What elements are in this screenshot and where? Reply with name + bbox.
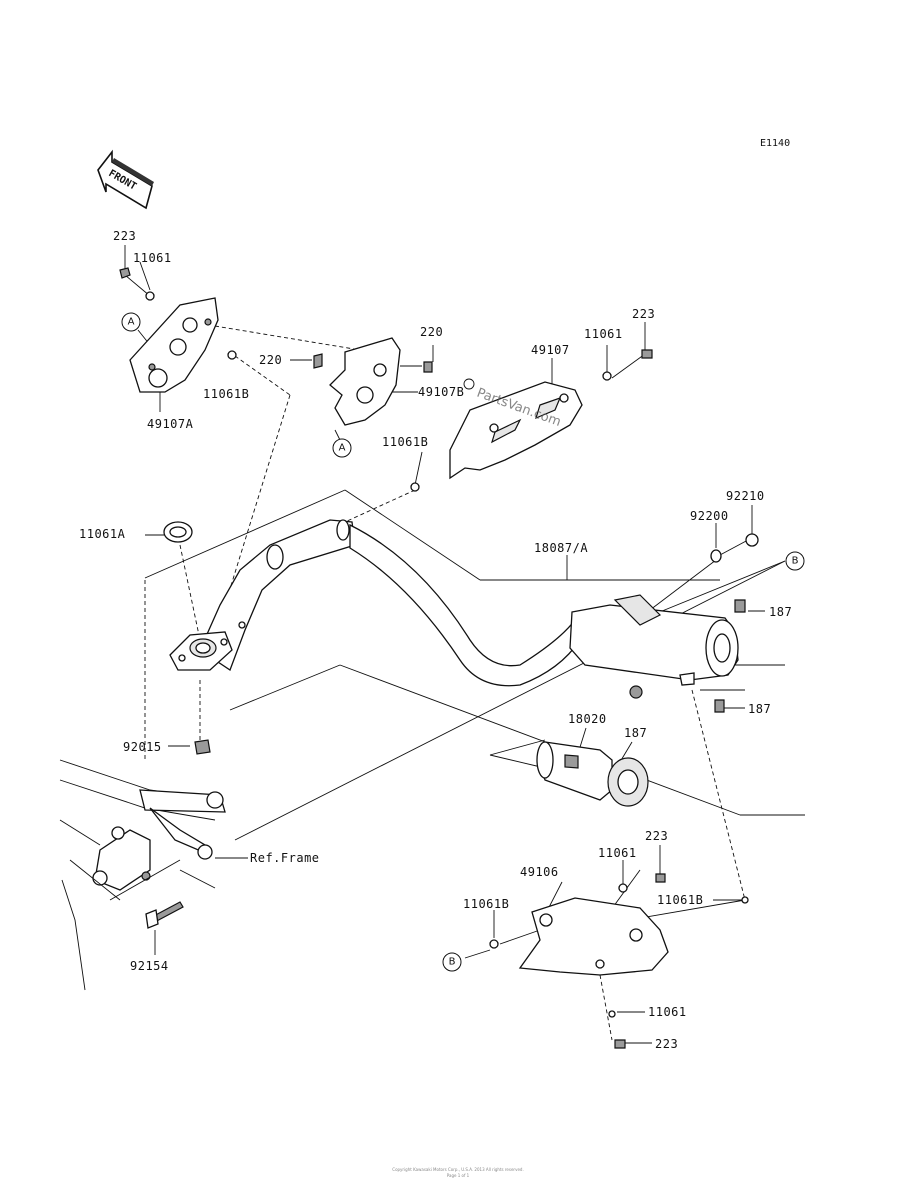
label-11061-b: 11061 <box>584 327 623 341</box>
gasket-11061A <box>163 521 193 543</box>
part-heat-guard-49107 <box>410 349 653 492</box>
part-exhaust-pipe-18087A <box>169 519 581 687</box>
label-223-a: 223 <box>113 229 136 243</box>
label-11061-d: 11061 <box>648 1005 687 1019</box>
label-18020: 18020 <box>568 712 607 726</box>
leader-lines <box>124 245 805 1044</box>
bolt-223-top <box>119 267 131 279</box>
label-49106: 49106 <box>520 865 559 879</box>
label-49107: 49107 <box>531 343 570 357</box>
front-arrow-icon: FRONT <box>97 149 154 210</box>
part-heat-guard-49106 <box>489 873 749 1049</box>
callout-B-2: B <box>442 952 462 972</box>
diagram-code: E1140 <box>760 138 790 149</box>
part-92015 <box>194 739 211 755</box>
part-heat-guard-49107A <box>129 297 219 393</box>
label-49107A: 49107A <box>147 417 194 431</box>
svg-text:B: B <box>449 957 456 968</box>
label-220-a: 220 <box>420 325 443 339</box>
label-223-b: 223 <box>632 307 655 321</box>
label-223-d: 223 <box>655 1037 678 1051</box>
svg-text:A: A <box>339 443 346 454</box>
label-187-a: 187 <box>769 605 792 619</box>
label-11061-c: 11061 <box>598 846 637 860</box>
washer-11061-top <box>145 291 237 360</box>
label-92200: 92200 <box>690 509 729 523</box>
label-11061A: 11061A <box>79 527 126 541</box>
label-18087A: 18087/A <box>534 541 588 555</box>
label-11061B-d: 11061B <box>463 897 509 911</box>
footer-page: Page 1 of 1 <box>447 1173 470 1178</box>
label-92015: 92015 <box>123 740 162 754</box>
label-11061B-c: 11061B <box>657 893 703 907</box>
label-49107B: 49107B <box>418 385 464 399</box>
part-muffler <box>569 594 746 713</box>
label-11061B-b: 11061B <box>382 435 428 449</box>
label-187-b: 187 <box>748 702 771 716</box>
part-heat-guard-49107B <box>313 337 433 426</box>
label-220-b: 220 <box>259 353 282 367</box>
svg-text:A: A <box>128 317 135 328</box>
part-frame-ref <box>59 759 226 991</box>
label-11061-a: 11061 <box>133 251 172 265</box>
callout-B-1: B <box>785 551 805 571</box>
part-spark-arrester-18020 <box>536 741 649 807</box>
label-11061B-a: 11061B <box>203 387 249 401</box>
label-ref-frame: Ref.Frame <box>250 851 320 865</box>
part-92210-92200 <box>710 533 759 563</box>
label-92210: 92210 <box>726 489 765 503</box>
label-92154: 92154 <box>130 959 169 973</box>
label-223-c: 223 <box>645 829 668 843</box>
callout-A-2: A <box>332 438 352 458</box>
callout-A-1: A <box>121 312 141 332</box>
svg-text:B: B <box>792 556 799 567</box>
label-187-c: 187 <box>624 726 647 740</box>
footer-copyright: Copyright Kawasaki Motors Corp., U.S.A. … <box>392 1167 523 1172</box>
